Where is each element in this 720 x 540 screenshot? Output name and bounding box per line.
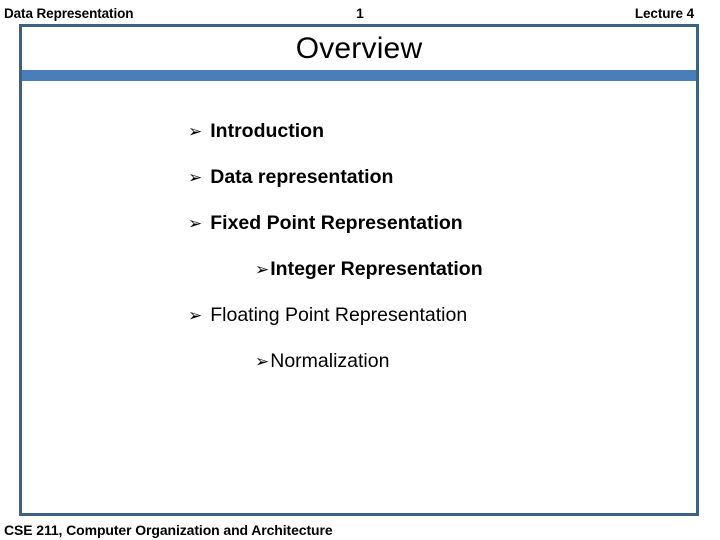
- frame-top-border: [19, 24, 699, 27]
- list-item-label: Integer Representation: [270, 258, 483, 280]
- header-left-label: Data Representation: [4, 6, 134, 21]
- slide-content-frame: [19, 24, 699, 516]
- arrow-bullet-icon: ➢: [188, 168, 203, 188]
- arrow-bullet-icon: ➢: [255, 260, 270, 280]
- list-item: ➢ Data representation: [188, 166, 696, 189]
- list-item: ➢ Fixed Point Representation: [188, 212, 696, 235]
- list-item-label: Introduction: [210, 120, 324, 142]
- title-accent-bar: [22, 70, 696, 81]
- arrow-bullet-icon: ➢: [188, 214, 203, 234]
- list-item: ➢ Integer Representation: [255, 258, 696, 281]
- page-title: Overview: [295, 31, 423, 65]
- list-item-label: Data representation: [210, 166, 394, 188]
- list-item: ➢ Introduction: [188, 120, 696, 143]
- list-item-label: Fixed Point Representation: [210, 212, 463, 234]
- overview-bullet-list: ➢ Introduction ➢ Data representation ➢ F…: [22, 120, 696, 396]
- arrow-bullet-icon: ➢: [188, 306, 203, 326]
- list-item-label: Floating Point Representation: [210, 304, 468, 326]
- arrow-bullet-icon: ➢: [188, 122, 203, 142]
- slide-footer: CSE 211, Computer Organization and Archi…: [4, 522, 333, 538]
- slide-header: Data Representation 1 Lecture 4: [0, 0, 720, 24]
- list-item-label: Normalization: [270, 350, 390, 372]
- header-right-label: Lecture 4: [634, 6, 694, 21]
- frame-bottom-border: [19, 513, 699, 516]
- title-area: Overview: [22, 27, 696, 70]
- arrow-bullet-icon: ➢: [255, 352, 270, 372]
- list-item: ➢ Normalization: [255, 350, 696, 373]
- list-item: ➢ Floating Point Representation: [188, 304, 696, 327]
- slide-number: 1: [356, 6, 364, 21]
